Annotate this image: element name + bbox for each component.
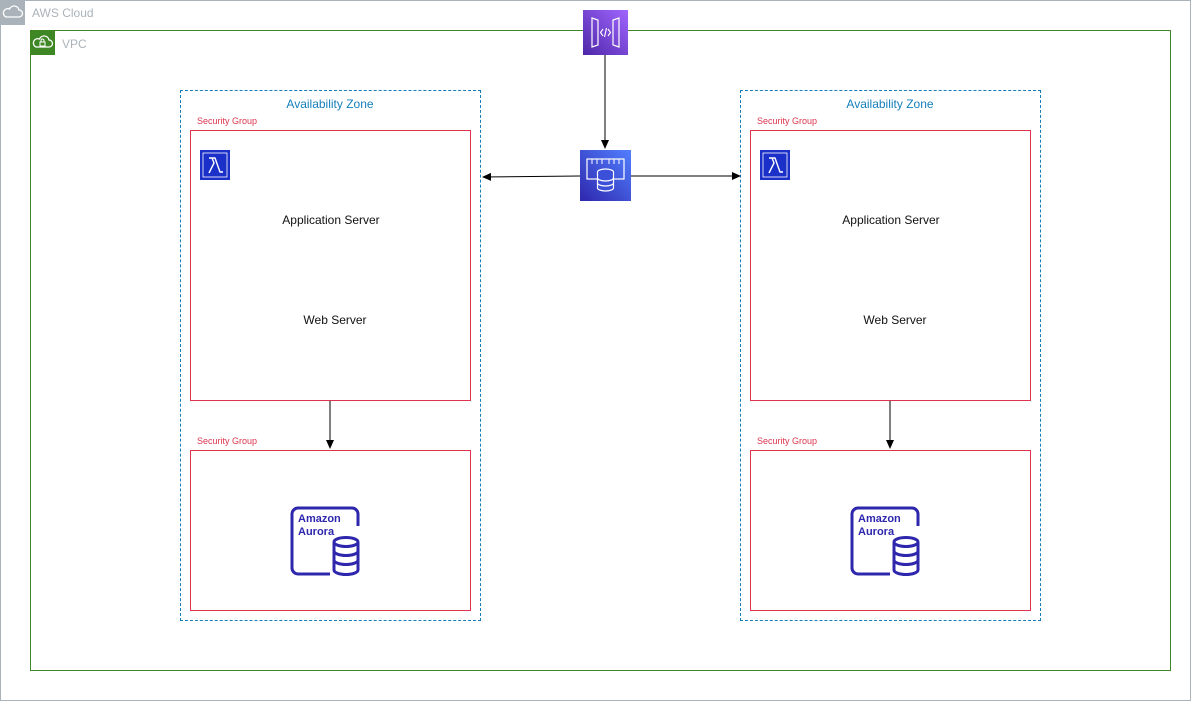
aws-cloud-label: AWS Cloud (32, 6, 94, 20)
db-security-group-2-label: Security Group (757, 436, 818, 446)
api-gateway-icon (583, 10, 628, 55)
arrow-balancer-to-zone-1 (482, 172, 581, 181)
application-server-2-label: Application Server (842, 213, 940, 227)
vpc-label: VPC (62, 37, 87, 51)
lambda-icon (200, 150, 230, 180)
aurora-text-line1: Amazon (858, 513, 901, 525)
web-server-2-label: Web Server (863, 313, 927, 327)
aurora-text-line2: Aurora (298, 526, 335, 538)
app-security-group-1-label: Security Group (197, 116, 258, 126)
aurora-text-line1: Amazon (298, 513, 341, 525)
availability-zone-2-label: Availability Zone (846, 97, 934, 111)
lambda-icon (760, 150, 790, 180)
web-server-1-label: Web Server (303, 313, 367, 327)
app-security-group-2 (750, 130, 1031, 401)
application-server-1-label: Application Server (282, 213, 380, 227)
db-security-group-1-label: Security Group (197, 436, 258, 446)
db-security-group-1 (190, 450, 471, 611)
aurora-icon: Amazon Aurora (290, 506, 362, 578)
app-security-group-1 (190, 130, 471, 401)
availability-zone-1 (180, 90, 481, 621)
app-security-group-2-label: Security Group (757, 116, 818, 126)
aurora-text-line2: Aurora (858, 526, 895, 538)
vpc-lock-icon (30, 30, 55, 55)
db-security-group-2 (750, 450, 1031, 611)
availability-zone-2 (740, 90, 1041, 621)
aurora-icon: Amazon Aurora (850, 506, 922, 578)
availability-zone-1-label: Availability Zone (286, 97, 374, 111)
cloud-icon (0, 0, 25, 25)
elasticache-icon (580, 150, 631, 201)
